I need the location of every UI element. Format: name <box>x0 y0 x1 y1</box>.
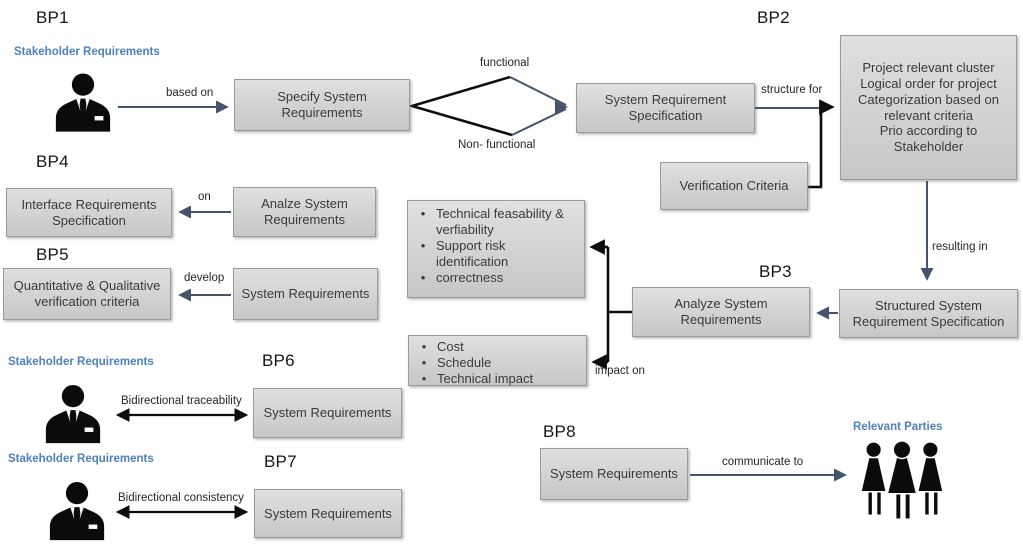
bullet-item: Cost <box>411 339 584 355</box>
relevant-parties-heading: Relevant Parties <box>853 421 943 433</box>
decision-diamond-lower-right-edge <box>511 108 567 136</box>
edge-label-communicate-to: communicate to <box>722 456 804 468</box>
edge-label-resulting-in: resulting in <box>932 241 988 253</box>
edge-label-develop: develop <box>184 272 225 284</box>
cluster-criteria-box: Project relevant cluster Logical order f… <box>840 35 1017 180</box>
edge-label-impact-on: impact on <box>595 365 645 377</box>
edge-label-bidirectional-traceability: Bidirectional traceability <box>121 395 242 407</box>
bp2-label: BP2 <box>757 8 790 27</box>
edge-label-based-on: based on <box>166 87 214 99</box>
bp7-system-requirements-box: System Requirements <box>254 489 402 538</box>
quantitative-qualitative-criteria-box: Quantitative & Qualitative verification … <box>3 268 171 320</box>
bp1-label: BP1 <box>36 8 69 27</box>
edge-label-structure-for: structure for <box>761 84 823 96</box>
analyze-system-requirements-box: Analyze System Requirements <box>632 287 810 337</box>
bp6-system-requirements-box: System Requirements <box>253 388 402 438</box>
bp6-label: BP6 <box>262 351 295 370</box>
verification-criteria-box: Verification Criteria <box>660 162 808 210</box>
bp7-label: BP7 <box>264 452 297 471</box>
bp3-label: BP3 <box>759 262 792 281</box>
system-requirement-specification-box: System Requirement Specification <box>576 83 755 133</box>
businessman-icon <box>46 480 108 542</box>
bp6-stakeholder-heading: Stakeholder Requirements <box>8 356 154 368</box>
businessman-icon <box>52 71 114 134</box>
bp8-label: BP8 <box>543 422 576 441</box>
structured-srs-box: Structured System Requirement Specificat… <box>839 289 1018 338</box>
bullet-item: Schedule <box>411 355 584 371</box>
quality-criteria-bullet-box: Technical feasability & verfiability Sup… <box>407 200 585 298</box>
bp5-system-requirements-box: System Requirements <box>233 268 378 320</box>
analze-system-requirements-box: Analze System Requirements <box>233 187 376 237</box>
decision-diamond-upper-right-edge <box>509 76 567 106</box>
bp7-stakeholder-heading: Stakeholder Requirements <box>8 453 154 465</box>
elbow-verification-to-cluster <box>808 99 835 189</box>
bp5-label: BP5 <box>36 245 69 264</box>
impact-bullet-box: Cost Schedule Technical impact <box>408 335 587 386</box>
edge-label-on: on <box>198 191 211 203</box>
bp8-system-requirements-box: System Requirements <box>540 448 688 500</box>
bp4-label: BP4 <box>36 152 69 171</box>
businessman-icon <box>42 383 104 445</box>
interface-requirements-specification-box: Interface Requirements Specification <box>6 188 172 237</box>
bullet-item: correctness <box>410 270 582 286</box>
bullet-item: Technical impact <box>411 371 584 387</box>
edge-label-functional: functional <box>480 57 530 69</box>
specify-system-requirements-box: Specify System Requirements <box>234 79 410 131</box>
bullet-item: Technical feasability & verfiability <box>410 206 582 238</box>
bullet-item: Support risk identification <box>410 238 582 270</box>
bp1-stakeholder-heading: Stakeholder Requirements <box>14 46 160 58</box>
decision-diamond-left-edges <box>407 75 513 137</box>
people-group-icon <box>856 440 948 522</box>
edge-label-bidirectional-consistency: Bidirectional consistency <box>118 492 244 504</box>
edge-label-non-functional: Non- functional <box>458 139 536 151</box>
